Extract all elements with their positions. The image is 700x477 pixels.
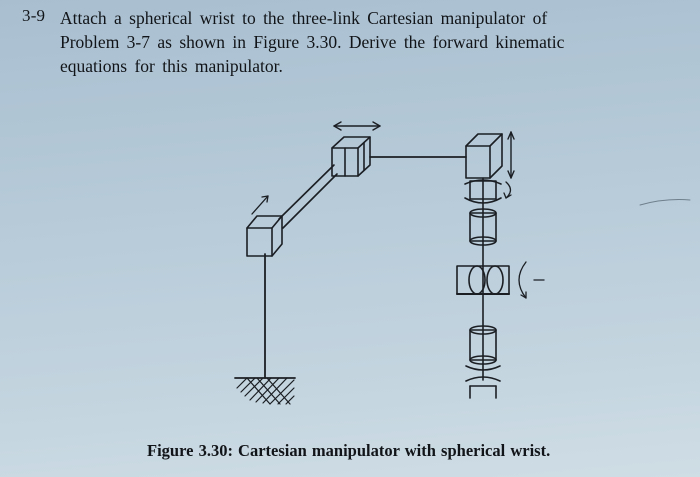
- wrist-roll-rotation-arrow: [503, 181, 512, 199]
- gripper: [465, 365, 501, 399]
- joint-2-motion-arrow: [333, 121, 381, 131]
- wrist-joint-lower: [469, 325, 497, 365]
- problem-line-3: equations for this manipulator.: [60, 56, 283, 76]
- problem-line-2: Problem 3-7 as shown in Figure 3.30. Der…: [60, 32, 565, 52]
- prismatic-joint-3: [465, 133, 503, 179]
- joint-3-motion-arrow: [507, 131, 515, 179]
- prismatic-joint-2: [331, 136, 371, 177]
- wrist-yaw-rotation-arrow: [518, 261, 545, 299]
- wrist-joint-yaw: [456, 265, 510, 295]
- prismatic-joint-1: [246, 215, 283, 257]
- diagonal-link: [278, 164, 338, 229]
- problem-number: 3-9: [22, 6, 46, 25]
- ground-hatch: [234, 377, 296, 405]
- problem-statement: Attach a spherical wrist to the three-li…: [60, 6, 690, 78]
- wrist-joint-pitch: [469, 208, 497, 246]
- wrist-joint-roll: [464, 179, 502, 204]
- problem-line-1: Attach a spherical wrist to the three-li…: [60, 8, 548, 28]
- background-mark: [639, 199, 691, 206]
- figure-caption: Figure 3.30: Cartesian manipulator with …: [147, 441, 551, 460]
- joint-1-motion-arrow: [251, 195, 269, 215]
